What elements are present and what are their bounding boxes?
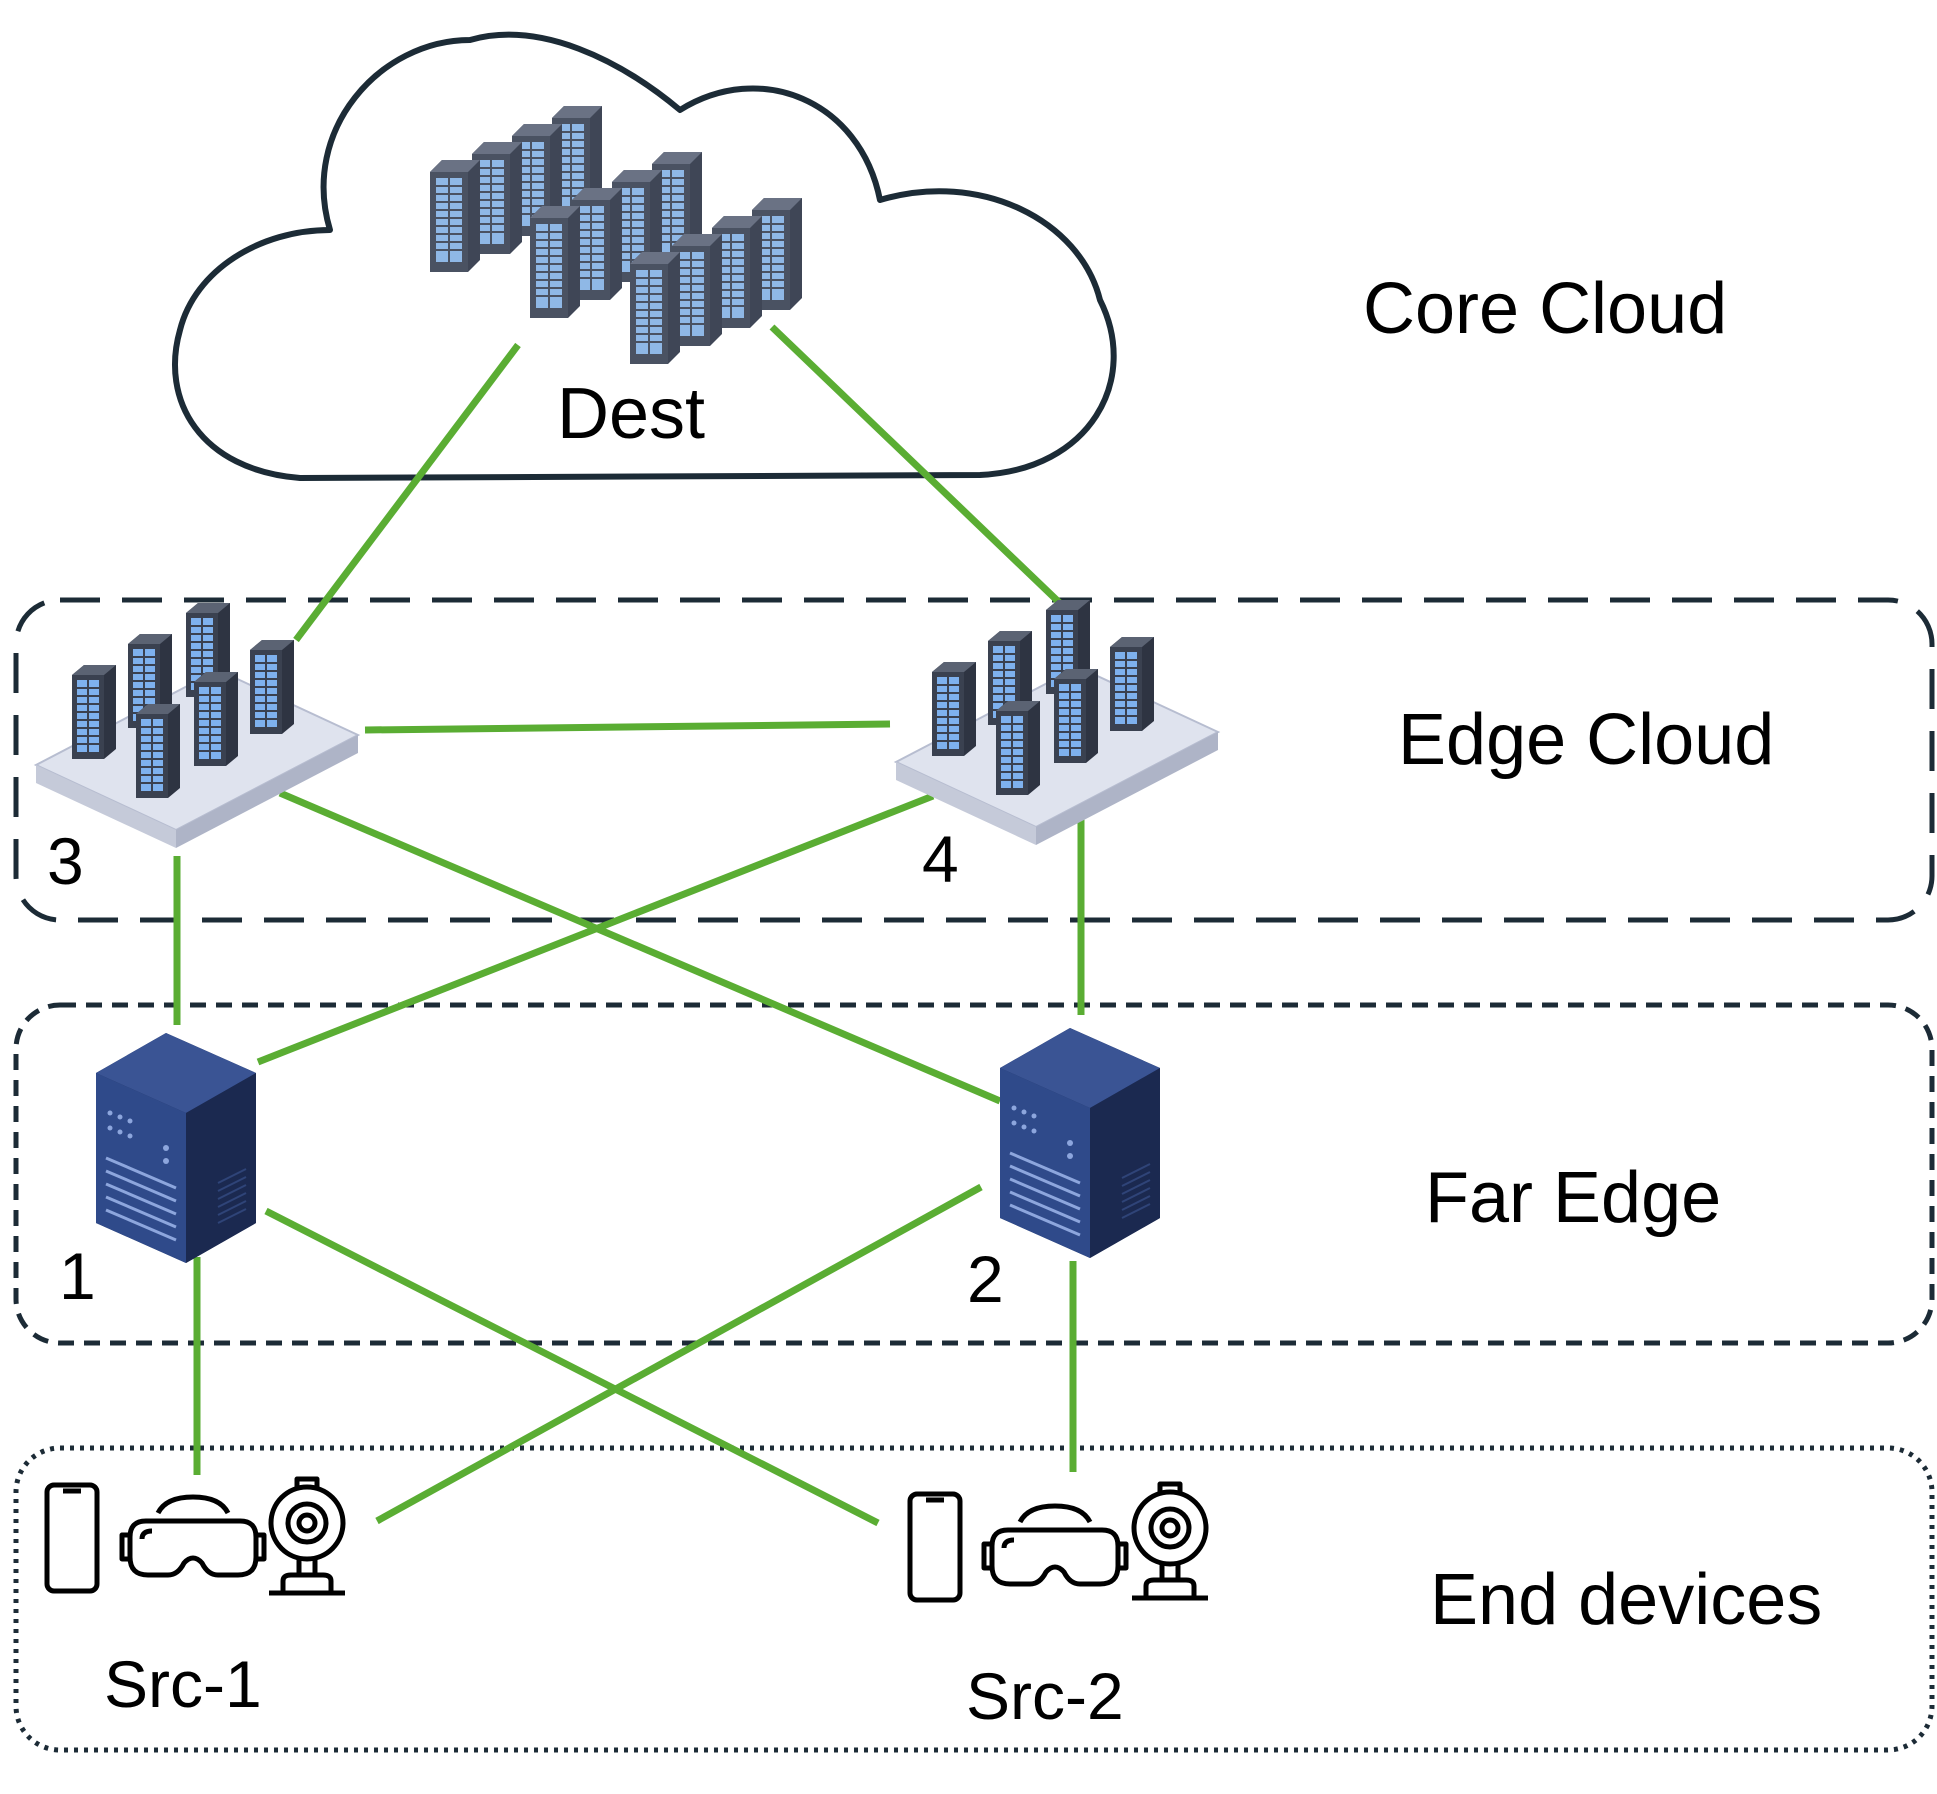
edge-server-cluster-3-icon (33, 602, 361, 848)
webcam-icon (269, 1479, 345, 1593)
src-1-devices (47, 1479, 345, 1593)
far-edge-tier-box (13, 1002, 1935, 1346)
end-devices-tier-box (13, 1445, 1935, 1753)
node-1-label: 1 (59, 1239, 96, 1313)
edge-server-cluster-4-icon (893, 599, 1221, 845)
dest-label: Dest (557, 374, 705, 454)
webcam-icon (1132, 1484, 1208, 1598)
edge-cloud-label: Edge Cloud (1398, 700, 1774, 780)
vr-headset-icon (122, 1497, 264, 1575)
src-1-label: Src-1 (104, 1647, 262, 1721)
smartphone-icon (47, 1485, 97, 1591)
link-dest-3 (293, 342, 521, 643)
link-3-2 (278, 789, 1002, 1105)
core-cloud-label: Core Cloud (1363, 269, 1727, 349)
link-4-1 (256, 792, 935, 1066)
node-2-label: 2 (967, 1242, 1004, 1316)
link-2-src1 (375, 1183, 983, 1525)
src-2-label: Src-2 (966, 1659, 1124, 1733)
link-dest-4 (769, 324, 1068, 611)
vr-headset-icon (984, 1506, 1126, 1584)
network-links (173, 324, 1085, 1527)
edge-cloud-tier-box (13, 597, 1935, 923)
far-edge-label: Far Edge (1425, 1158, 1721, 1238)
far-edge-server-2-icon (998, 1026, 1162, 1260)
far-edge-server-1-icon (94, 1031, 258, 1265)
node-4-label: 4 (922, 822, 959, 896)
link-1-src2 (264, 1207, 880, 1527)
link-3-4 (364, 720, 891, 734)
node-3-label: 3 (47, 824, 84, 898)
smartphone-icon (910, 1494, 960, 1600)
src-2-devices (910, 1484, 1208, 1600)
end-devices-label: End devices (1430, 1560, 1822, 1640)
